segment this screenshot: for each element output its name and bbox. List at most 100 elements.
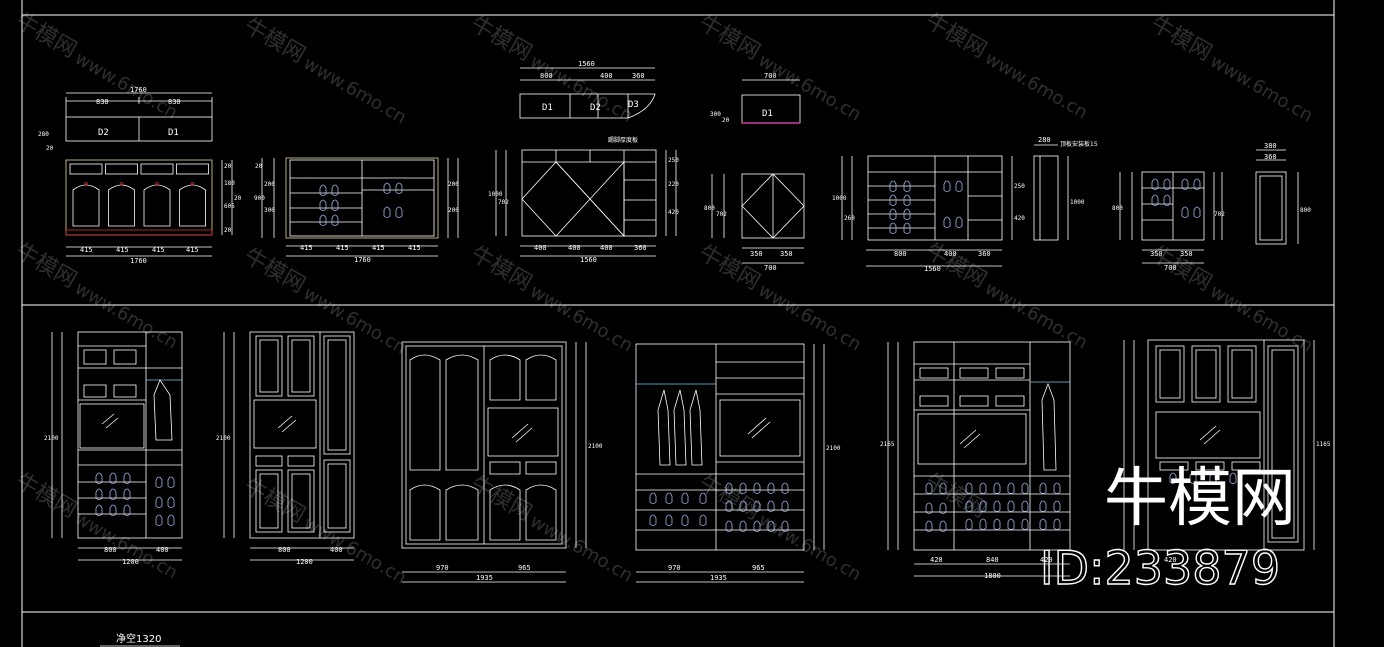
wm-brand-3: 牛模网: [466, 12, 536, 67]
dim-u1-btotal: 1760: [130, 257, 147, 265]
unit3-diamond-door-cabinet: [495, 67, 677, 257]
dim-u5-s1: 250: [1014, 183, 1025, 190]
shoe-glyph: [739, 482, 747, 494]
dim-u3-s3: 1000: [488, 191, 503, 198]
shoe-glyph: [1021, 482, 1029, 494]
dim-u2-btotal: 1760: [354, 256, 371, 264]
shoe-glyph: [1007, 500, 1015, 512]
wm-url-8: www.6mo.cn: [300, 283, 410, 359]
wm-url-1: www.6mo.cn: [71, 48, 181, 124]
dim-w6-p0: 420: [1164, 556, 1177, 564]
clearance-label: 净空1320: [116, 632, 161, 645]
dim-u8-t1: 360: [1264, 153, 1277, 161]
dim-u5-s3: 260: [844, 215, 855, 222]
dim-w1-p0: 800: [104, 546, 117, 554]
shoe-glyph: [665, 514, 673, 526]
wm-brand-9: 牛模网: [466, 242, 536, 297]
dim-u8-t0: 380: [1264, 142, 1277, 150]
bottom-row-wardrobes: [51, 331, 1315, 583]
shoe-glyph: [725, 482, 733, 494]
dim-u1-b1: 415: [116, 246, 129, 254]
wm-brand-15: 牛模网: [466, 472, 536, 527]
dim-u1-s0: 20: [224, 163, 232, 170]
wm-brand-4: 牛模网: [694, 11, 764, 66]
dim-u5-b1: 400: [944, 250, 957, 258]
wm-url-16: www.6mo.cn: [755, 510, 865, 586]
dim-w3-h: 2100: [588, 443, 603, 450]
dim-w3-p0: 970: [436, 564, 449, 572]
dim-w2-p0: 800: [278, 546, 291, 554]
shoe-glyph: [979, 518, 987, 530]
wm-brand-8: 牛模网: [240, 244, 310, 299]
dim-u3-s0: 250: [668, 157, 679, 164]
dim-u3-b1: 400: [568, 244, 581, 252]
shoe-glyph: [331, 214, 339, 226]
shoe-glyph: [665, 492, 673, 504]
wardrobe-1: [51, 331, 183, 561]
shoe-glyph: [167, 496, 175, 508]
u6-note: 顶板安装板15: [1060, 140, 1098, 148]
dim-u1-s2: 180: [224, 180, 235, 187]
wm-url-6: www.6mo.cn: [1206, 51, 1316, 127]
unit4-small-cabinet: [711, 79, 805, 264]
shoe-glyph: [943, 180, 951, 192]
dim-u1-b3: 415: [186, 246, 199, 254]
u1-knob: [155, 182, 159, 186]
shoe-glyph: [681, 492, 689, 504]
shoe-glyph: [889, 180, 897, 192]
dim-w2-h: 2100: [216, 435, 231, 442]
dim-u3-btotal: 1560: [580, 256, 597, 264]
shoe-glyph: [1021, 500, 1029, 512]
wm-brand-16: 牛模网: [694, 471, 764, 526]
shoe-glyph: [1189, 472, 1197, 484]
dim-w1-total: 1200: [122, 558, 139, 566]
wm-brand-6: 牛模网: [1146, 12, 1216, 67]
shoe-glyph: [979, 500, 987, 512]
shoe-glyph: [1181, 178, 1189, 190]
unit6-side-panel: [1033, 144, 1069, 241]
shoe-glyph: [155, 476, 163, 488]
plan-label-d1: D1: [168, 128, 179, 138]
dim-u2-b0: 415: [300, 244, 313, 252]
wm-url-9: www.6mo.cn: [526, 281, 636, 357]
dim-u3-b3: 360: [634, 244, 647, 252]
dim-u4-s1: 702: [716, 211, 727, 218]
dim-u2-s5: 200: [448, 207, 459, 214]
u1-knob: [84, 182, 88, 186]
shoe-glyph: [383, 206, 391, 218]
shoe-glyph: [903, 194, 911, 206]
shoe-glyph: [939, 482, 947, 494]
u1-door-panel: [179, 184, 206, 227]
dim-u5-b0: 800: [894, 250, 907, 258]
unit8-side-view: [1255, 149, 1299, 245]
shoe-glyph: [155, 514, 163, 526]
shoe-glyph: [383, 182, 391, 194]
shoe-glyph: [649, 514, 657, 526]
shoe-glyph: [889, 208, 897, 220]
u1-door-panel: [143, 184, 171, 227]
dim-u1-depth-1: 20: [46, 145, 54, 152]
dim-u3-total: 1560: [578, 60, 595, 68]
dim-u5-b2: 360: [978, 250, 991, 258]
u1-door-panel: [108, 184, 135, 227]
wardrobe-4: [635, 343, 825, 583]
shoe-glyph: [955, 180, 963, 192]
wm-brand-10: 牛模网: [694, 241, 764, 296]
shoe-glyph: [1039, 518, 1047, 530]
shoe-glyph: [993, 482, 1001, 494]
shoe-glyph: [965, 482, 973, 494]
dim-u4-btotal: 700: [764, 264, 777, 272]
dim-w4-h: 2100: [826, 445, 841, 452]
dim-u5-btotal: 1560: [924, 265, 941, 273]
dim-u1-depth-0: 280: [38, 131, 49, 138]
dim-u7-b1: 350: [1180, 250, 1193, 258]
shoe-glyph: [1163, 194, 1171, 206]
shoe-glyph: [965, 500, 973, 512]
shoe-glyph: [1163, 178, 1171, 190]
dim-w1-h: 2100: [44, 435, 59, 442]
dim-w5-h: 2165: [880, 441, 895, 448]
dim-u2-b1: 415: [336, 244, 349, 252]
wm-brand-2: 牛模网: [240, 14, 310, 69]
wm-brand-1: 牛模网: [11, 9, 81, 64]
unit1-shoe-cabinet: [65, 92, 233, 257]
